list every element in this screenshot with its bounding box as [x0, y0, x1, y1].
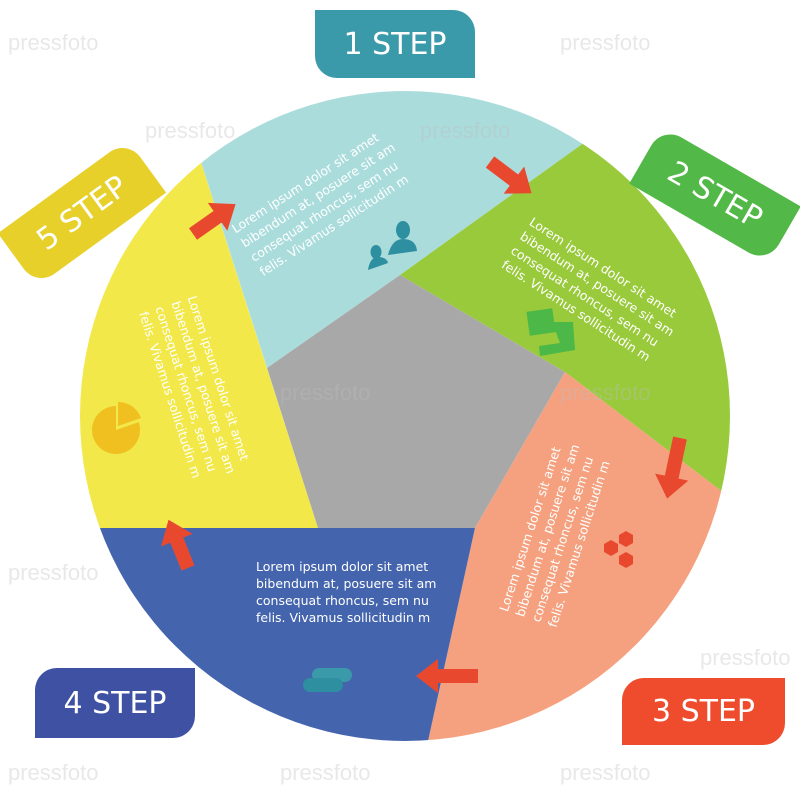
- clouds-icon: [303, 668, 352, 692]
- step-1-tab: 1 STEP: [315, 10, 475, 78]
- text-line: consequat rhoncus, sem nu: [256, 593, 429, 608]
- arrow-1-to-2-icon: [485, 156, 532, 194]
- pie-chart-icon: [92, 401, 141, 454]
- hexagons-icon: [604, 531, 633, 568]
- arrow-5-to-1-icon: [188, 202, 236, 240]
- squares-icon: [526, 308, 575, 356]
- arrow-2-to-3-icon: [655, 436, 689, 499]
- users-icon: [368, 221, 417, 270]
- text-line: Lorem ipsum dolor sit amet: [256, 559, 429, 574]
- step-4-tab: 4 STEP: [35, 668, 195, 738]
- arrow-4-to-5-icon: [160, 519, 195, 571]
- text-line: bibendum at, posuere sit am: [256, 576, 437, 591]
- center-pentagon: [267, 275, 565, 528]
- step-3-tab: 3 STEP: [622, 678, 785, 745]
- slice-step-5: [80, 91, 318, 528]
- text-line: felis. Vivamus sollicitudin m: [256, 610, 431, 625]
- arrow-3-to-4-icon: [416, 659, 478, 693]
- step-4-text: Lorem ipsum dolor sit amet bibendum at, …: [256, 558, 466, 626]
